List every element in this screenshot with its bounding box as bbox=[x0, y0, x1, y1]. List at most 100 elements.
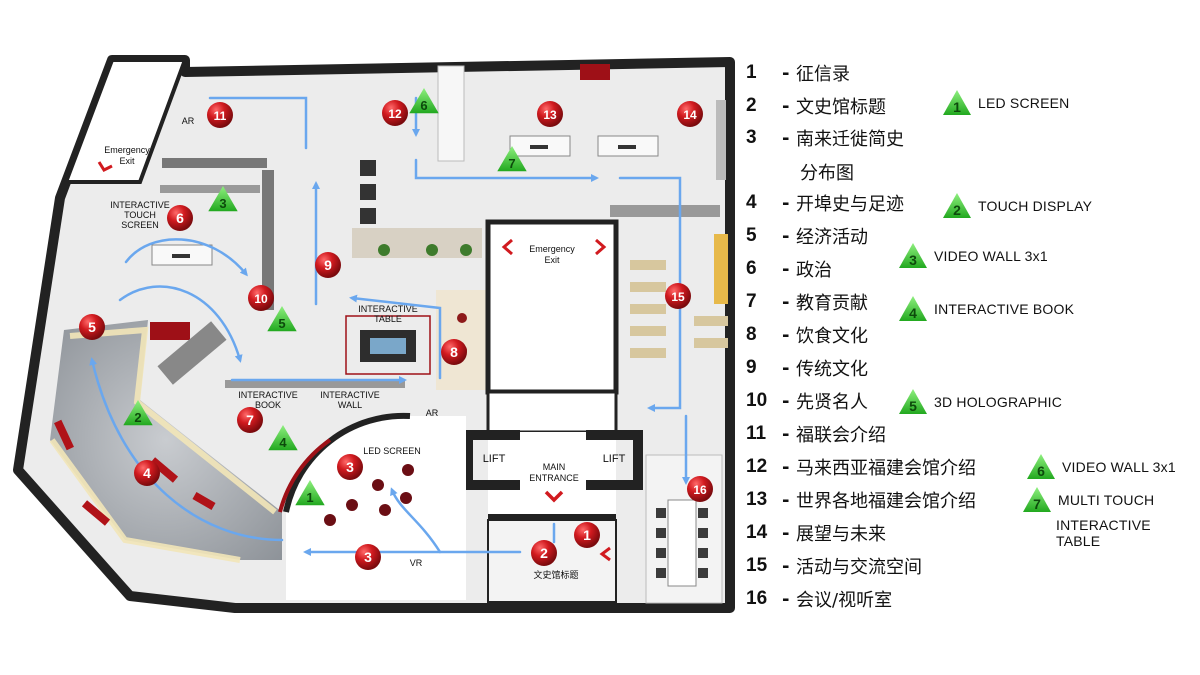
zone-marker-9: 9 bbox=[315, 252, 341, 278]
device-legend-triangle bbox=[899, 296, 927, 321]
legend-row-8: 8-饮食文化 bbox=[746, 320, 868, 350]
legend-dash: - bbox=[782, 390, 790, 412]
ar-top-label: AR bbox=[182, 116, 195, 126]
zone-marker-4: 4 bbox=[134, 460, 160, 486]
legend-dash: - bbox=[782, 291, 790, 313]
zone-marker-number: 16 bbox=[693, 483, 707, 497]
green-triangle-icon: 5 bbox=[899, 389, 927, 414]
zone-marker-14: 14 bbox=[677, 101, 703, 127]
device-legend-number: 3 bbox=[909, 252, 917, 268]
meeting-room bbox=[645, 454, 723, 604]
legend-dash: - bbox=[782, 192, 790, 214]
device-legend-number: 7 bbox=[1033, 496, 1041, 512]
green-triangle-icon: 6 bbox=[1027, 454, 1055, 479]
device-marker-number: 3 bbox=[219, 196, 226, 211]
zone-marker-circle bbox=[687, 476, 713, 502]
zone-marker-8: 8 bbox=[441, 339, 467, 365]
legend-row-7: 7-教育贡献 bbox=[746, 287, 868, 317]
green-triangle-icon: 7 bbox=[1023, 487, 1051, 512]
legend-zone-name: 教育贡献 bbox=[796, 293, 868, 314]
legend-number: 16 bbox=[746, 588, 768, 609]
zone-marker-number: 4 bbox=[143, 465, 151, 481]
device-marker-2: 2 bbox=[123, 400, 153, 426]
legend-zone-name: 展望与未来 bbox=[796, 524, 886, 545]
green-triangle-icon: 4 bbox=[899, 296, 927, 321]
exit-arrow-right-icon bbox=[595, 238, 607, 256]
legend-zone-name: 饮食文化 bbox=[796, 326, 868, 347]
device-legend-triangle bbox=[1023, 487, 1051, 512]
legend-dash: - bbox=[782, 522, 790, 544]
legend-zone-name: 先贤名人 bbox=[796, 392, 868, 413]
legend-number: 2 bbox=[746, 95, 757, 116]
legend-number: 12 bbox=[746, 456, 768, 477]
legend-number: 13 bbox=[746, 489, 768, 510]
zone-marker-circle bbox=[441, 339, 467, 365]
zone-marker-15: 15 bbox=[665, 283, 691, 309]
lift-right-label: LIFT bbox=[603, 453, 626, 465]
legend-number: 9 bbox=[746, 357, 757, 378]
zone-marker-circle bbox=[665, 283, 691, 309]
legend-number: 4 bbox=[746, 192, 757, 213]
zone-marker-number: 10 bbox=[254, 292, 268, 306]
zone-marker-7: 7 bbox=[237, 407, 263, 433]
green-triangle-icon: 1 bbox=[943, 90, 971, 115]
legend-row-2: 2-文史馆标题 bbox=[746, 91, 886, 121]
zone-marker-circle bbox=[531, 540, 557, 566]
zone-marker-number: 11 bbox=[214, 109, 227, 123]
legend-dash: - bbox=[782, 588, 790, 610]
legend-row-3: 3-南来迁徙简史 bbox=[746, 123, 904, 153]
zone-marker-circle bbox=[248, 285, 274, 311]
legend-zone-name: 开埠史与足迹 bbox=[796, 194, 904, 215]
zone-marker-circle bbox=[207, 102, 233, 128]
zone-marker-circle bbox=[355, 544, 381, 570]
zone-marker-number: 1 bbox=[583, 527, 591, 543]
legend-number: 10 bbox=[746, 390, 768, 411]
legend-row-11: 11-福联会介绍 bbox=[746, 419, 886, 449]
legend-zone-name: 世界各地福建会馆介绍 bbox=[796, 491, 976, 512]
legend-row-9: 9-传统文化 bbox=[746, 353, 868, 383]
device-legend-label: MULTI TOUCH bbox=[1058, 492, 1155, 508]
legend-row-12: 12-马来西亚福建会馆介绍 bbox=[746, 452, 976, 482]
device-legend-label: TOUCH DISPLAY bbox=[978, 198, 1093, 214]
legend-number: 1 bbox=[746, 62, 757, 83]
zone-marker-number: 9 bbox=[324, 257, 332, 273]
device-legend-number: 1 bbox=[953, 99, 961, 115]
zone-marker-circle bbox=[574, 522, 600, 548]
device-legend-triangle bbox=[1027, 454, 1055, 479]
legend-row-5: 5-经济活动 bbox=[746, 221, 868, 251]
legend-dash: - bbox=[782, 456, 790, 478]
legend-row-16: 16-会议/视听室 bbox=[746, 584, 892, 614]
device-marker-triangle bbox=[123, 400, 153, 426]
zone-marker-circle bbox=[337, 454, 363, 480]
device-marker-1: 1 bbox=[295, 480, 325, 506]
legend-zone-name: 传统文化 bbox=[796, 359, 868, 380]
exit-arrow-left-icon bbox=[501, 238, 513, 256]
zone-marker-1: 1 bbox=[574, 522, 600, 548]
legend-zone-name: 会议/视听室 bbox=[796, 590, 893, 611]
zone-marker-circle bbox=[677, 101, 703, 127]
legend-zone-name-continued: 分布图 bbox=[800, 163, 854, 184]
legend-zone-name: 福联会介绍 bbox=[796, 425, 886, 446]
zone-marker-3: 3 bbox=[355, 544, 381, 570]
device-marker-number: 4 bbox=[279, 435, 287, 450]
device-legend-label: VIDEO WALL 3x1 bbox=[1062, 459, 1176, 475]
device-marker-triangle bbox=[267, 306, 297, 332]
device-marker-3: 3 bbox=[208, 186, 238, 212]
legend-row-15: 15-活动与交流空间 bbox=[746, 551, 922, 581]
device-marker-triangle bbox=[268, 425, 298, 451]
legend-dash: - bbox=[782, 225, 790, 247]
zone-marker-number: 5 bbox=[88, 319, 96, 335]
zone-marker-6: 6 bbox=[167, 205, 193, 231]
legend-number: 14 bbox=[746, 522, 768, 543]
device-marker-number: 1 bbox=[306, 490, 313, 505]
